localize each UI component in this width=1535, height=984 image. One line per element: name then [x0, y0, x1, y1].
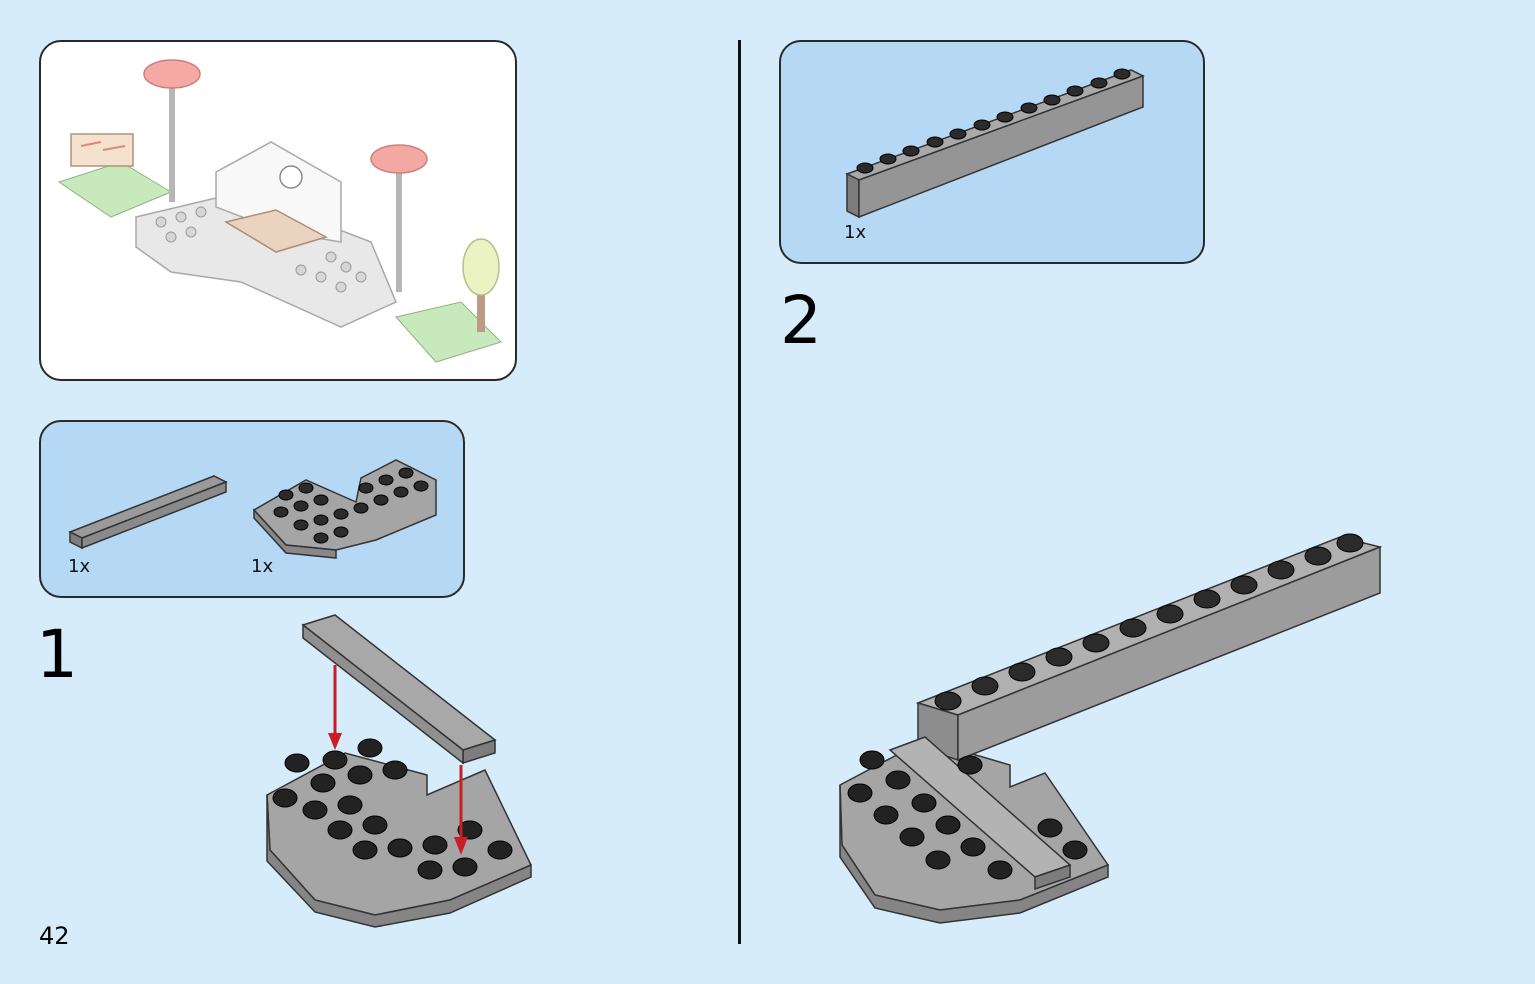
round-corner-plate-icon	[252, 459, 437, 559]
step-divider	[738, 40, 741, 944]
step1-number: 1	[36, 616, 78, 693]
step2-number: 2	[780, 282, 822, 359]
step2-parts-panel: 1x	[779, 40, 1205, 264]
page-number: 42	[39, 922, 70, 950]
step1-part1-qty: 1x	[68, 556, 91, 577]
step2-part1-qty: 1x	[844, 222, 867, 243]
tile-1x8-icon	[68, 475, 228, 550]
finished-model-preview-icon	[57, 59, 502, 363]
brick-1x12-icon	[845, 68, 1145, 219]
step1-assembly-illustration	[266, 614, 533, 928]
step1-parts-panel: 1x 1x	[39, 420, 465, 598]
step2-assembly-illustration	[839, 533, 1383, 924]
overview-panel	[39, 40, 517, 381]
step1-part2-qty: 1x	[251, 556, 274, 577]
